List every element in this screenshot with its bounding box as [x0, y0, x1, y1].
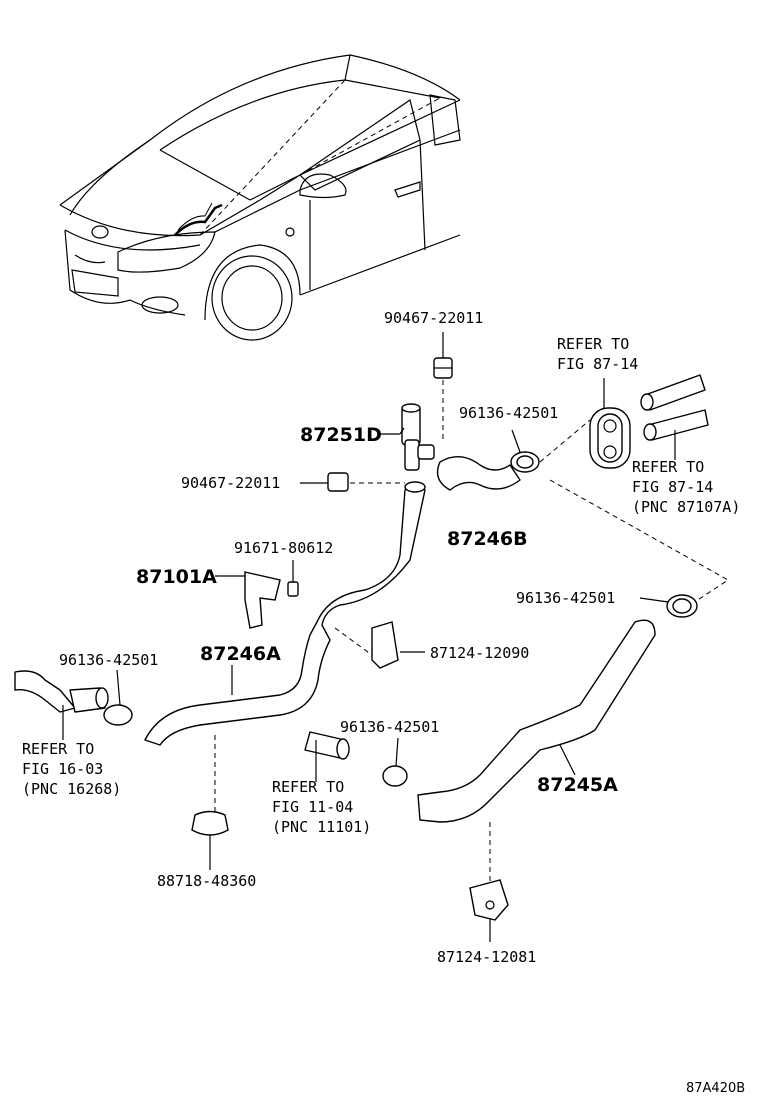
- hose-87246b-graphic: [436, 456, 521, 491]
- label-96136-a: 96136-42501: [459, 404, 558, 422]
- hose-87246a-graphic: [144, 481, 426, 746]
- svg-text:REFER TO: REFER TO: [557, 335, 629, 353]
- clamp-96136-d-graphic: [639, 594, 698, 618]
- pipe-11-04-graphic: [304, 731, 350, 782]
- bracket-87101a-graphic: [215, 571, 281, 629]
- svg-text:REFER TO: REFER TO: [632, 458, 704, 476]
- svg-text:(PNC 16268): (PNC 16268): [22, 780, 121, 798]
- clip-90467-mid-graphic: [300, 472, 405, 492]
- clip-87124-12090-graphic: [334, 621, 425, 669]
- label-96136-c: 96136-42501: [340, 718, 439, 736]
- label-87246b: 87246B: [447, 528, 528, 550]
- clip-88718-graphic: [191, 735, 229, 870]
- diagram-code: 87A420B: [686, 1081, 745, 1096]
- clip-90467-top-graphic: [433, 332, 453, 379]
- label-87251d: 87251D: [300, 424, 382, 446]
- grommet-graphic: [589, 378, 631, 469]
- label-87124-12090: 87124-12090: [430, 644, 529, 662]
- svg-text:REFER TO: REFER TO: [22, 740, 94, 758]
- hose-87245a-graphic: [417, 619, 656, 823]
- label-87101a: 87101A: [136, 566, 217, 588]
- svg-text:REFER TO: REFER TO: [272, 778, 344, 796]
- ref-87-14-a: REFER TO FIG 87-14: [557, 335, 638, 373]
- ref-16-03: REFER TO FIG 16-03 (PNC 16268): [22, 740, 121, 798]
- car-illustration: [59, 54, 461, 341]
- left-pipe-graphic: [14, 669, 133, 740]
- label-87245a: 87245A: [537, 774, 618, 796]
- clamp-96136-c-graphic: [382, 737, 408, 787]
- label-91671: 91671-80612: [234, 539, 333, 557]
- svg-text:FIG 87-14: FIG 87-14: [632, 478, 713, 496]
- label-87124-12081: 87124-12081: [437, 948, 536, 966]
- label-87246a: 87246A: [200, 643, 281, 665]
- bolt-91671-graphic: [287, 560, 299, 597]
- clamp-96136-a-graphic: [510, 429, 540, 473]
- clip-87124-12081-graphic: [469, 822, 509, 942]
- svg-text:(PNC 87107A): (PNC 87107A): [632, 498, 740, 516]
- ref-11-04: REFER TO FIG 11-04 (PNC 11101): [272, 778, 371, 836]
- svg-text:FIG 87-14: FIG 87-14: [557, 355, 638, 373]
- label-90467-mid: 90467-22011: [181, 474, 280, 492]
- label-90467-top: 90467-22011: [384, 309, 483, 327]
- tee-joint-87251d-graphic: [378, 403, 435, 471]
- svg-text:FIG 11-04: FIG 11-04: [272, 798, 353, 816]
- label-96136-b: 96136-42501: [59, 651, 158, 669]
- pipes-right-graphic: [640, 374, 709, 460]
- ref-87-14-b: REFER TO FIG 87-14 (PNC 87107A): [632, 458, 740, 516]
- svg-text:FIG 16-03: FIG 16-03: [22, 760, 103, 778]
- label-88718: 88718-48360: [157, 872, 256, 890]
- svg-text:(PNC 11101): (PNC 11101): [272, 818, 371, 836]
- label-96136-d: 96136-42501: [516, 589, 615, 607]
